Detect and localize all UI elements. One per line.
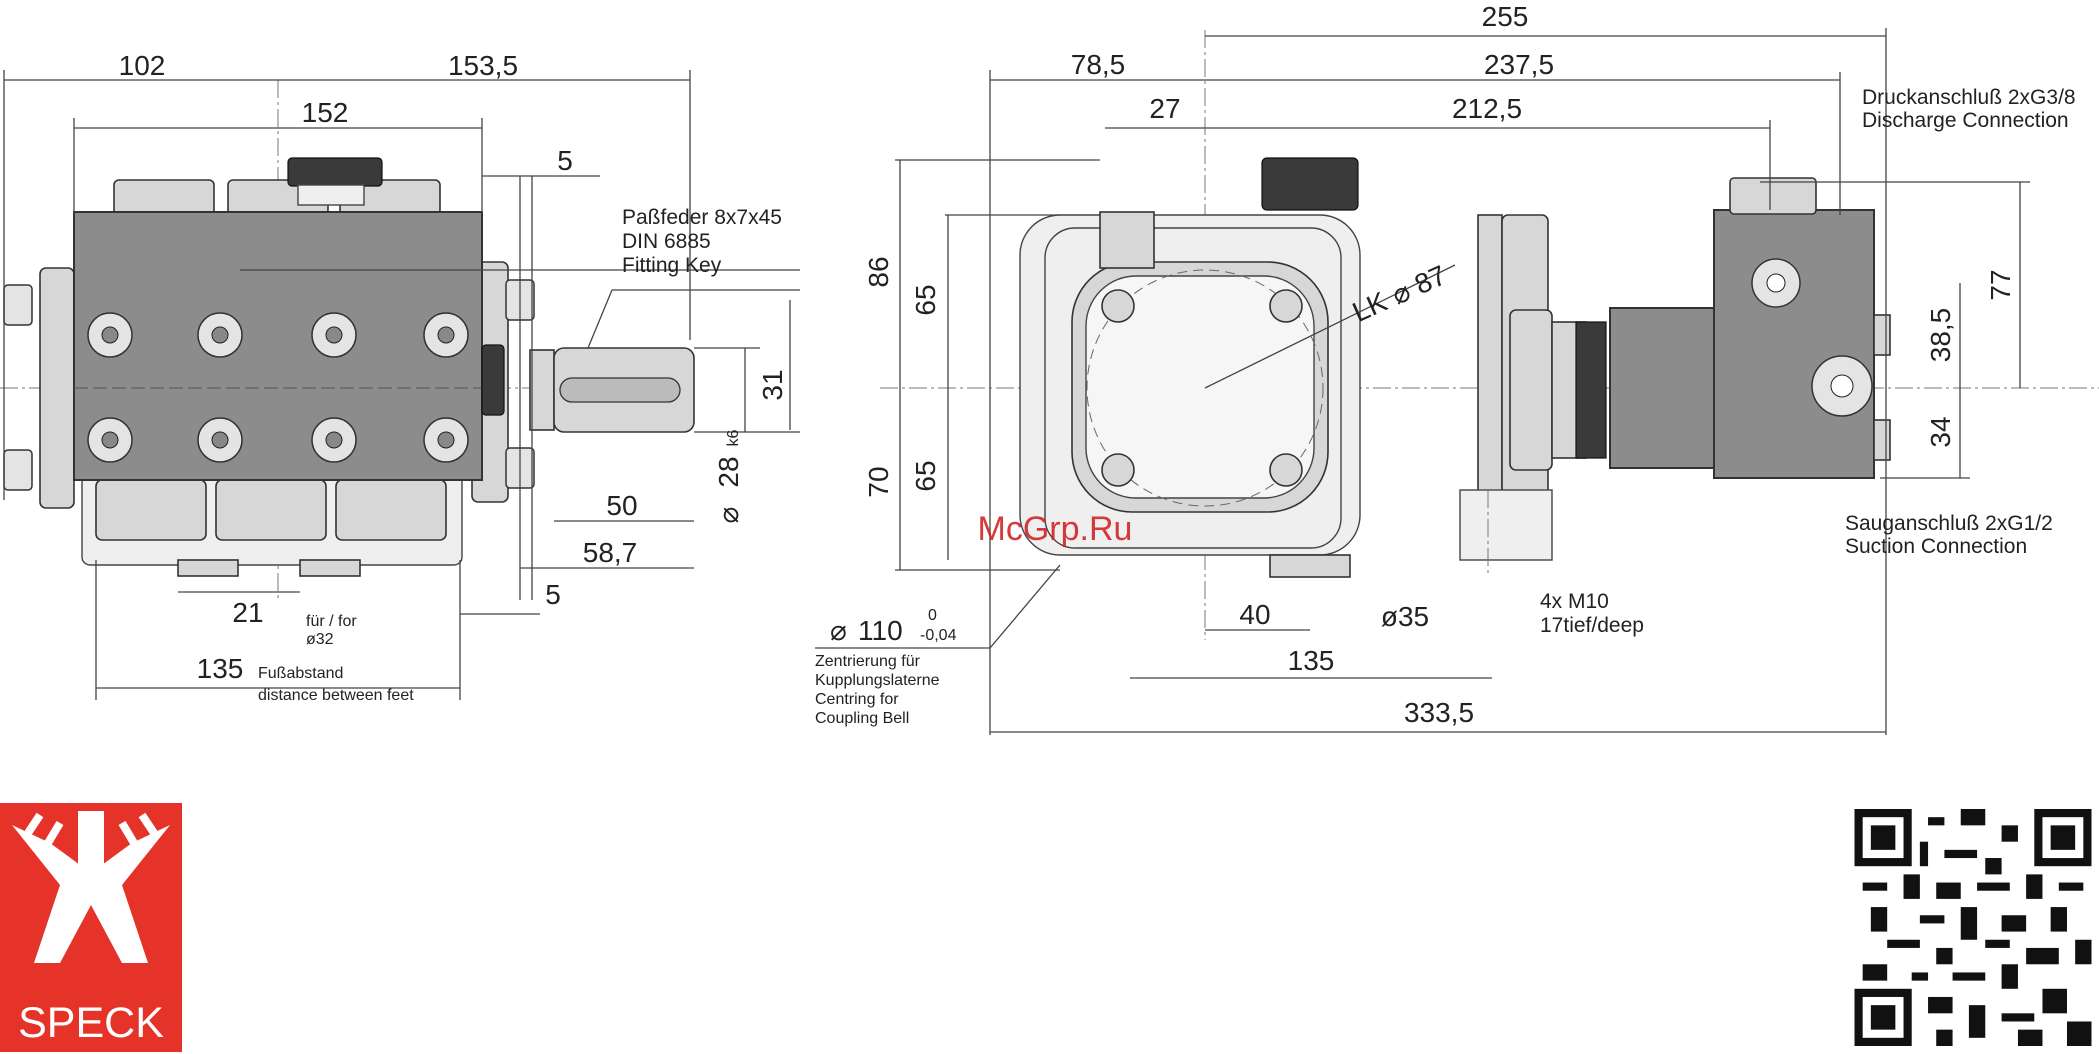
dim-21-note-1: für / for — [306, 613, 357, 630]
suction-note-1: Sauganschluß 2xG1/2 — [1845, 512, 2053, 535]
left-view: 102 153,5 152 5 31 ⌀ 28 k6 50 58,7 5 21 … — [0, 50, 800, 704]
dim-31: 31 — [757, 369, 788, 400]
dim-86: 86 — [863, 256, 894, 287]
dim-110-lower: -0,04 — [920, 627, 957, 644]
centring-note-4: Coupling Bell — [815, 710, 909, 727]
dim-255: 255 — [1482, 1, 1529, 32]
key-note-1: Paßfeder 8x7x45 — [622, 206, 782, 229]
discharge-note-2: Discharge Connection — [1862, 109, 2069, 132]
dim-135-right: 135 — [1288, 645, 1335, 676]
dim-110: 110 — [858, 615, 903, 646]
key-note-3: Fitting Key — [622, 254, 722, 277]
dim-35: ø35 — [1381, 601, 1429, 632]
dim-5-bottom: 5 — [545, 579, 561, 610]
dim-135-left: 135 — [197, 653, 244, 684]
suction-note-2: Suction Connection — [1845, 535, 2027, 558]
dim-34: 34 — [1925, 416, 1956, 447]
dim-38-5: 38,5 — [1925, 308, 1956, 363]
centring-note-1: Zentrierung für — [815, 653, 921, 670]
qr-code-icon — [1854, 809, 2092, 1046]
dim-333-5: 333,5 — [1404, 697, 1474, 728]
dim-77: 77 — [1985, 269, 2016, 300]
centring-note-3: Centring for — [815, 691, 899, 708]
dim-237-5: 237,5 — [1484, 49, 1554, 80]
dim-70: 70 — [863, 466, 894, 497]
dim-lk-value: 87 — [1410, 259, 1451, 300]
feet-note-2: distance between feet — [258, 687, 414, 704]
dim-50: 50 — [606, 490, 637, 521]
dim-28-fit: k6 — [725, 429, 742, 446]
key-note-2: DIN 6885 — [622, 230, 711, 253]
dim-212-5: 212,5 — [1452, 93, 1522, 124]
dim-5-top: 5 — [557, 145, 573, 176]
speck-emblem-icon — [12, 811, 170, 963]
speck-logo: SPECK — [0, 803, 182, 1052]
dim-102: 102 — [119, 50, 166, 81]
m10-note-1: 4x M10 — [1540, 590, 1609, 613]
centring-note-2: Kupplungslaterne — [815, 672, 940, 689]
dim-152: 152 — [302, 97, 349, 128]
dim-58-7: 58,7 — [583, 537, 638, 568]
watermark: McGrp.Ru — [978, 510, 1133, 548]
right-view: 255 78,5 237,5 27 212,5 86 65 70 65 77 3… — [815, 1, 2099, 735]
diameter-symbol: ⌀ — [830, 615, 847, 646]
feet-note-1: Fußabstand — [258, 665, 343, 682]
m10-note-2: 17tief/deep — [1540, 614, 1644, 637]
dim-65-bottom: 65 — [910, 460, 941, 491]
dim-21: 21 — [232, 597, 263, 628]
dim-27: 27 — [1149, 93, 1180, 124]
dim-110-upper: 0 — [928, 607, 937, 624]
dim-40: 40 — [1239, 599, 1270, 630]
flange-bolts — [1101, 289, 1303, 487]
drive-shaft — [529, 347, 695, 433]
dim-78-5: 78,5 — [1071, 49, 1126, 80]
diameter-symbol: ⌀ — [713, 507, 744, 524]
diameter-symbol: ⌀ — [1387, 275, 1415, 310]
dim-153-5: 153,5 — [448, 50, 518, 81]
valve-plugs — [87, 312, 469, 463]
dim-65-top: 65 — [910, 284, 941, 315]
technical-drawing: 102 153,5 152 5 31 ⌀ 28 k6 50 58,7 5 21 … — [0, 1, 2099, 735]
dim-21-note-2: ø32 — [306, 631, 334, 648]
logo-text: SPECK — [18, 999, 164, 1047]
discharge-note-1: Druckanschluß 2xG3/8 — [1862, 86, 2076, 109]
dim-28: 28 — [713, 456, 744, 487]
